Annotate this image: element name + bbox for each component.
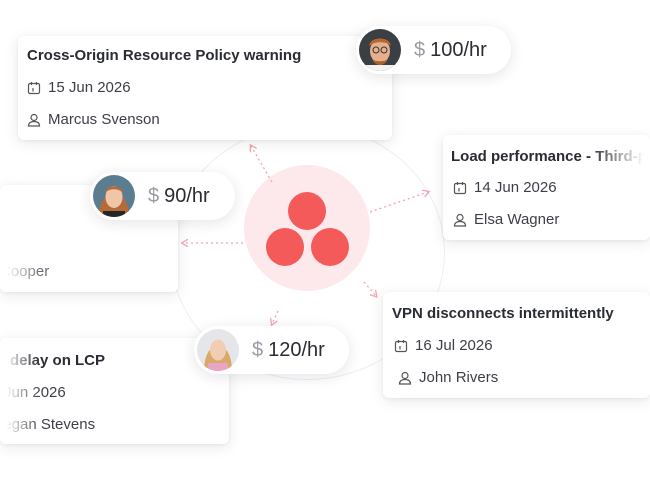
- ticket-date-text: 14 Jun 2026: [474, 179, 557, 196]
- woman-avatar-image: [93, 175, 135, 217]
- logo-dot-right: [311, 228, 349, 266]
- rate-amount: 120/hr: [268, 338, 325, 361]
- ticket-person: Elsa Wagner: [453, 211, 559, 228]
- user-icon: [398, 371, 412, 385]
- logo-dot-left: [266, 228, 304, 266]
- rate-pill-120[interactable]: $120/hr: [194, 326, 349, 374]
- ticket-card-bottom-right[interactable]: VPN disconnects intermittently 16 Jul 20…: [383, 292, 650, 398]
- calendar-icon: [394, 339, 408, 352]
- rate-pill-90[interactable]: $90/hr: [90, 172, 235, 220]
- arrow-to-bottom-left-card: [272, 310, 279, 324]
- user-icon: [453, 213, 467, 227]
- arrow-to-right-card: [369, 192, 428, 213]
- center-logo: [244, 165, 370, 291]
- woman-blonde-avatar-image: [197, 329, 239, 371]
- ticket-title: VPN disconnects intermittently: [392, 305, 614, 322]
- rate-amount: 90/hr: [164, 184, 210, 207]
- currency-symbol: $: [252, 338, 264, 361]
- ticket-person: Marcus Svenson: [27, 111, 160, 128]
- ticket-person: John Rivers: [398, 369, 498, 386]
- avatar: [194, 326, 242, 374]
- arrow-to-top-card: [251, 146, 273, 183]
- arrow-to-bottom-right-card: [363, 281, 376, 296]
- ticket-person-text: John Rivers: [419, 369, 499, 386]
- ticket-date: 16 Jul 2026: [394, 337, 493, 354]
- ticket-date-text: 16 Jul 2026: [415, 337, 493, 354]
- ticket-person-text: Marcus Svenson: [48, 111, 160, 128]
- ticket-date: 14 Jun 2026: [453, 179, 557, 196]
- avatar: [90, 172, 138, 220]
- ticket-date: 15 Jun 2026: [27, 79, 131, 96]
- user-icon: [27, 113, 41, 127]
- ticket-date-text: 15 Jun 2026: [48, 79, 131, 96]
- ticket-title: Cross-Origin Resource Policy warning: [27, 47, 302, 64]
- avatar: [356, 26, 404, 74]
- rate-amount: 100/hr: [430, 38, 487, 61]
- ticket-card-top[interactable]: Cross-Origin Resource Policy warning 15 …: [18, 36, 392, 140]
- calendar-icon: [27, 81, 41, 94]
- rate-pill-100[interactable]: $100/hr: [356, 26, 511, 74]
- currency-symbol: $: [148, 184, 160, 207]
- currency-symbol: $: [414, 38, 426, 61]
- calendar-icon: [453, 181, 467, 194]
- ticket-card-right[interactable]: Load performance - Third-p 14 Jun 2026 E…: [443, 135, 650, 240]
- ticket-card-bottom-left[interactable]: r delay on LCP Jun 2026 legan Stevens: [0, 338, 229, 444]
- ticket-person-text: Elsa Wagner: [474, 211, 560, 228]
- man-glasses-avatar-image: [359, 29, 401, 71]
- logo-dot-top: [288, 192, 326, 230]
